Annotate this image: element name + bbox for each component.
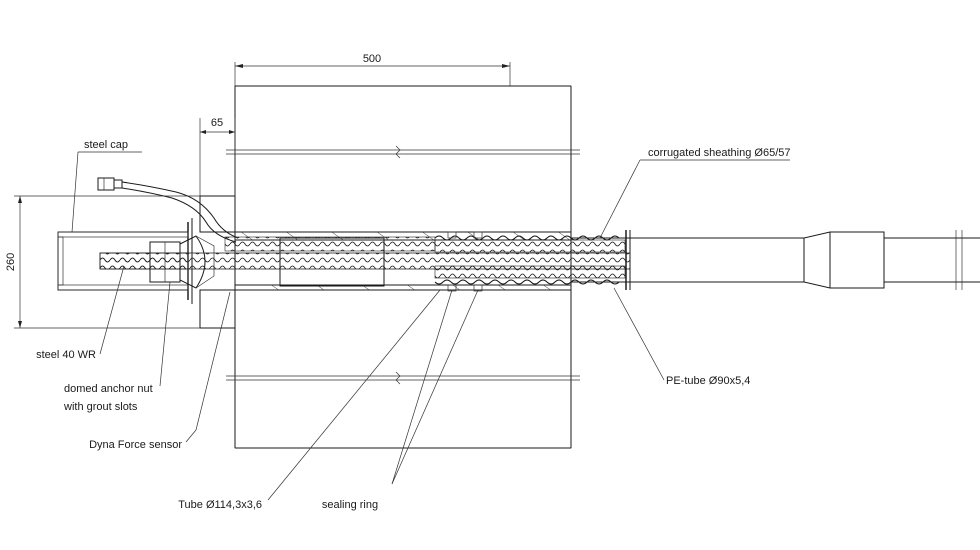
steel-cap: [57, 231, 189, 291]
pe-tube-label: PE-tube Ø90x5,4: [666, 375, 750, 387]
sealing-ring-callout: sealing ring: [322, 289, 479, 511]
dyna-force-sensor-callout: Dyna Force sensor: [89, 291, 231, 451]
domed-anchor-nut: [179, 235, 215, 289]
domed-anchor-nut-callout: domed anchor nut with grout slots: [63, 281, 171, 413]
tube-callout: Tube Ø114,3x3,6: [178, 289, 441, 511]
steel-cap-label: steel cap: [84, 139, 128, 151]
dimension-260-label: 260: [5, 253, 17, 271]
dimension-500-label: 500: [363, 53, 381, 65]
coupler: [279, 237, 385, 287]
dyna-force-sensor-label: Dyna Force sensor: [89, 439, 182, 451]
steel-bar-label: steel 40 WR: [36, 349, 96, 361]
pe-tube: [571, 230, 980, 290]
dimension-65-label: 65: [211, 117, 223, 129]
steel-bar: [99, 236, 631, 279]
steel-bar-callout: steel 40 WR: [36, 265, 125, 361]
sealing-ring-label: sealing ring: [322, 499, 378, 511]
tube-label: Tube Ø114,3x3,6: [178, 499, 262, 511]
domed-anchor-nut-label-line2: with grout slots: [63, 401, 138, 413]
dimension-65: 65: [199, 117, 236, 196]
corrugated-sheathing-callout: corrugated sheathing Ø65/57: [599, 147, 791, 239]
dimension-260: 260: [5, 195, 200, 329]
steel-cap-callout: steel cap: [71, 139, 142, 233]
sensor-cable: [97, 177, 239, 243]
corrugated-sheathing-label: corrugated sheathing Ø65/57: [648, 147, 791, 159]
pe-tube-callout: PE-tube Ø90x5,4: [613, 287, 750, 387]
dimension-500: 500: [234, 53, 511, 86]
domed-anchor-nut-label-line1: domed anchor nut: [64, 383, 153, 395]
